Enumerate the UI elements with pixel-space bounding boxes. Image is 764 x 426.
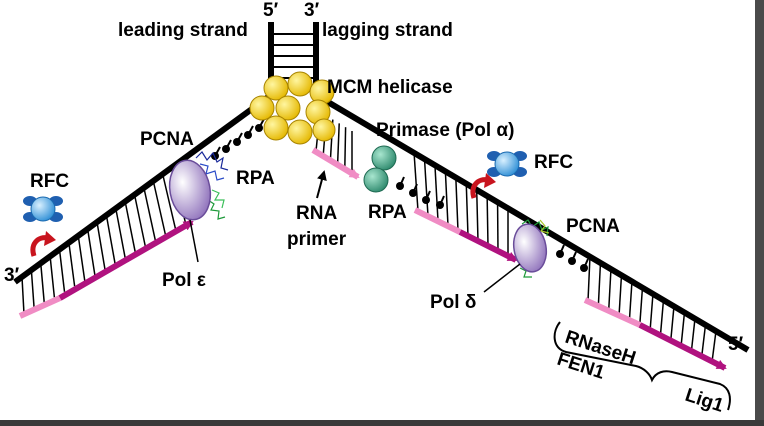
base-pair-tick: [444, 170, 449, 227]
pol-delta-complex: [512, 219, 550, 278]
base-pair-tick: [659, 299, 665, 337]
label-three-prime-top: 3′: [304, 0, 320, 21]
base-pair-tick: [413, 151, 419, 212]
label-lagging-strand: lagging strand: [322, 20, 453, 41]
leading-template-strand: [13, 92, 273, 285]
pcna-left-structure: [195, 151, 229, 220]
base-pair-tick: [115, 208, 126, 259]
pol-epsilon-complex: [168, 151, 229, 221]
base-pair-tick: [133, 194, 147, 248]
label-rfc-left: RFC: [30, 171, 69, 192]
base-pair-tick: [455, 176, 459, 232]
label-mcm-helicase: MCM helicase: [327, 77, 453, 98]
lagging-mature-fragment: [583, 255, 727, 371]
base-pair-tick: [628, 280, 633, 322]
label-lig1: Lig1: [682, 385, 726, 417]
rpa-beads-left: [211, 118, 265, 160]
label-pol-delta: Pol δ: [430, 292, 476, 313]
leading-new-strand: [18, 166, 194, 319]
label-rna-primer-2: primer: [287, 229, 347, 250]
base-pair-tick: [486, 194, 489, 247]
base-pair-tick: [587, 255, 591, 302]
lagging-okazaki-fragment: [413, 151, 518, 263]
label-pol-epsilon: Pol ε: [162, 270, 206, 291]
base-pair-tick: [618, 274, 623, 317]
mcm-helicase: [249, 71, 336, 145]
label-rfc-right: RFC: [534, 152, 573, 173]
base-pair-tick: [638, 287, 644, 327]
label-rpa-right: RPA: [368, 202, 407, 223]
base-pair-tick: [86, 228, 96, 276]
base-pair-tick: [105, 214, 116, 265]
pol-epsilon-pointer: [189, 219, 199, 263]
rfc-loading-arrow-right: [470, 173, 496, 199]
label-pcna-left: PCNA: [140, 129, 194, 150]
bottom-frame-edge: [0, 420, 764, 426]
base-pair-tick: [423, 158, 429, 217]
label-pcna-right: PCNA: [566, 216, 620, 237]
base-pair-tick: [434, 164, 439, 222]
base-pair-tick: [336, 123, 340, 165]
base-pair-tick: [77, 235, 86, 281]
base-pair-tick: [30, 270, 35, 309]
label-rpa-left: RPA: [236, 168, 275, 189]
base-pair-tick: [58, 249, 66, 292]
base-pair-tick: [597, 262, 602, 307]
base-pair-tick: [649, 293, 654, 332]
rfc-left-protein: [23, 196, 63, 222]
base-pair-tick: [700, 324, 707, 358]
primase-pol-alpha: [363, 145, 397, 193]
base-pair-tick: [68, 242, 76, 287]
rfc-loading-arrow-left: [30, 231, 56, 257]
label-rna-primer-1: RNA: [296, 203, 337, 224]
pol-delta-pointer: [483, 263, 521, 293]
base-pair-tick: [475, 188, 479, 242]
rpa-beads-right: [556, 244, 589, 272]
rfc-right-protein: [487, 151, 527, 177]
base-pair-tick: [49, 256, 56, 298]
base-pair-tick: [96, 221, 106, 270]
base-pair-tick: [465, 182, 469, 237]
rpa-beads-middle: [396, 176, 445, 209]
base-pair-tick: [143, 187, 157, 242]
base-pair-tick: [669, 305, 675, 342]
label-leading-strand: leading strand: [118, 20, 248, 41]
base-pair-tick: [607, 268, 612, 312]
base-pair-tick: [124, 201, 137, 253]
label-five-prime-top: 5′: [263, 0, 279, 21]
base-pair-tick: [690, 318, 696, 352]
base-pair-tick: [344, 127, 347, 169]
base-pair-tick: [21, 276, 25, 315]
base-pair-tick: [152, 180, 167, 237]
base-pair-tick: [711, 330, 717, 363]
right-frame-edge: [755, 0, 764, 426]
base-pair-tick: [40, 263, 45, 303]
label-three-prime-left: 3′: [4, 265, 20, 286]
rna-primer-pointer: [316, 170, 327, 199]
label-primase: Primase (Pol α): [376, 120, 514, 141]
base-pair-tick: [680, 312, 686, 347]
processing-bracket: [553, 321, 731, 411]
lagging-template-strand: [314, 92, 750, 353]
label-five-prime-right: 5′: [728, 334, 744, 355]
base-pair-tick: [161, 173, 177, 231]
